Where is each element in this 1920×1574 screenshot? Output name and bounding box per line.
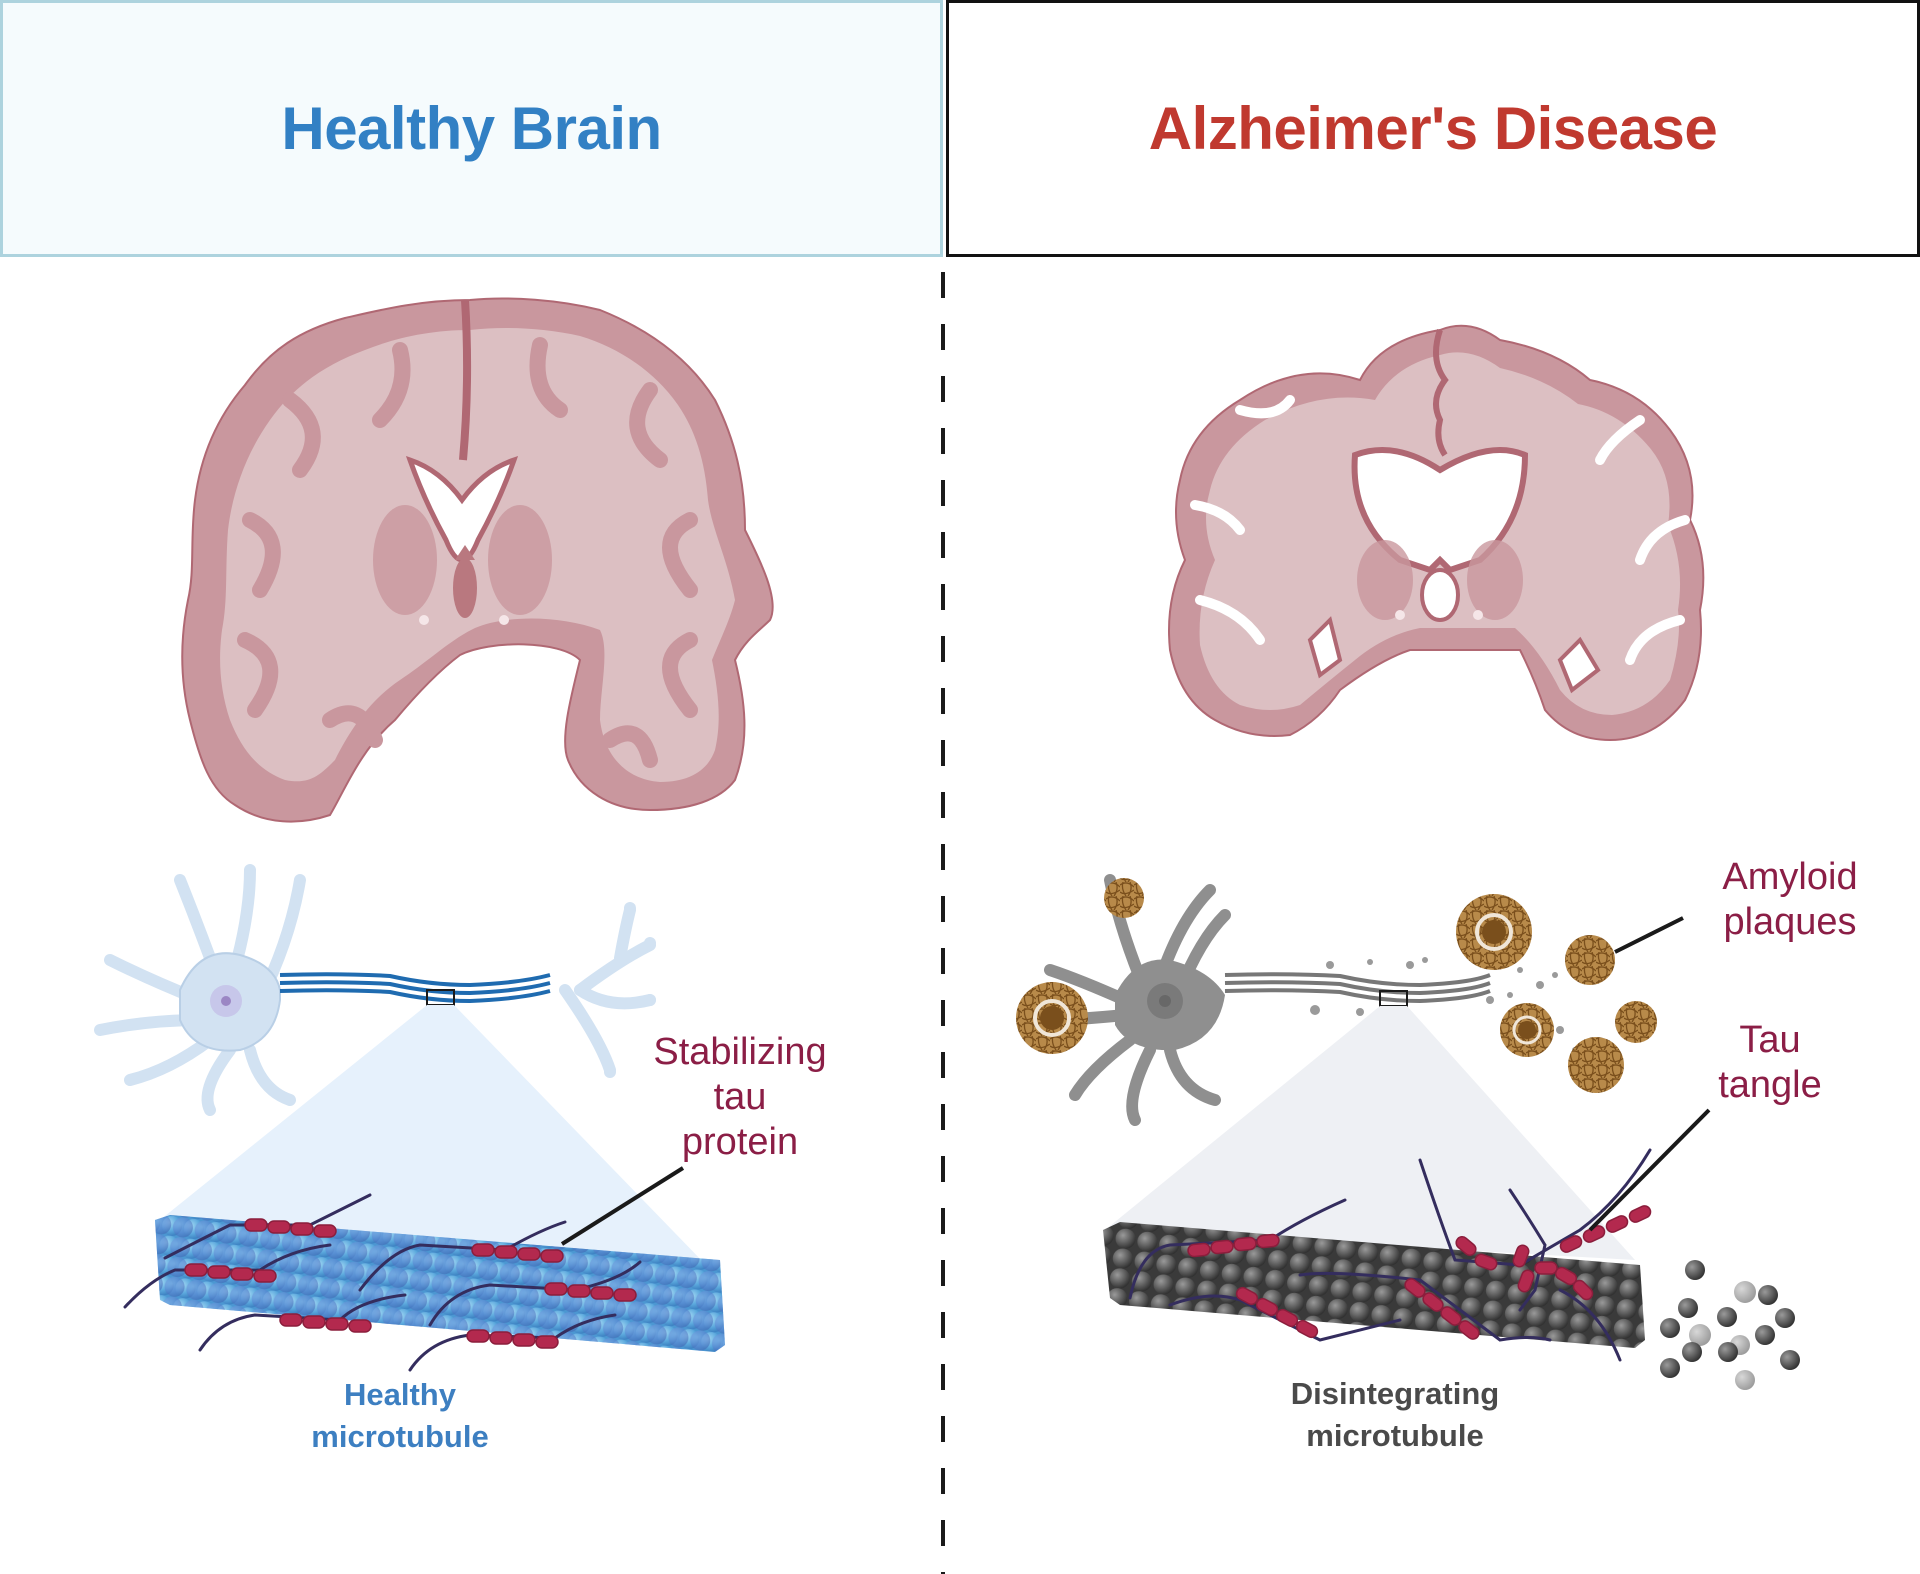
dashed-divider — [941, 272, 945, 1574]
label-amyloid-plaques: Amyloid plaques — [1690, 855, 1890, 945]
healthy-brain-coronal-section — [181, 297, 774, 823]
label-line: tangle — [1718, 1064, 1822, 1106]
caption-disintegrating-microtubule: Disintegrating microtubule — [1250, 1373, 1540, 1457]
caption-line: Healthy — [344, 1377, 456, 1412]
label-stabilizing-tau-protein: Stabilizing tau protein — [640, 1030, 840, 1165]
healthy-neuron — [94, 864, 656, 1116]
title-healthy-brain: Healthy Brain — [281, 95, 662, 162]
label-line: protein — [681, 1121, 799, 1163]
caption-healthy-microtubule: Healthy microtubule — [270, 1374, 530, 1458]
caption-line: microtubule — [1306, 1418, 1484, 1453]
healthy-microtubule — [123, 1193, 725, 1372]
header-alzheimers: Alzheimer's Disease — [946, 0, 1920, 257]
label-line: Amyloid — [1722, 856, 1858, 898]
zoom-cone-healthy — [160, 1005, 706, 1265]
label-tau-tangle: Tau tangle — [1700, 1018, 1840, 1108]
disintegrating-microtubule — [1103, 1148, 1800, 1390]
header-healthy-brain: Healthy Brain — [0, 0, 943, 257]
label-line: Stabilizing — [653, 1031, 827, 1073]
title-alzheimers: Alzheimer's Disease — [1148, 95, 1718, 162]
diseased-neuron — [1034, 874, 1594, 1126]
leader-line-tau — [560, 1166, 685, 1246]
caption-line: microtubule — [311, 1419, 489, 1454]
label-line: Tau — [1739, 1019, 1801, 1061]
label-line: tau — [713, 1076, 767, 1118]
label-line: plaques — [1723, 901, 1857, 943]
caption-line: Disintegrating — [1290, 1376, 1500, 1411]
amyloid-plaques — [1016, 878, 1657, 1093]
leader-line-tau-tangle — [1588, 1108, 1711, 1232]
alzheimers-brain-coronal-section — [1168, 324, 1705, 742]
zoom-cone-diseased — [1105, 1006, 1635, 1260]
leader-line-amyloid — [1614, 916, 1684, 954]
